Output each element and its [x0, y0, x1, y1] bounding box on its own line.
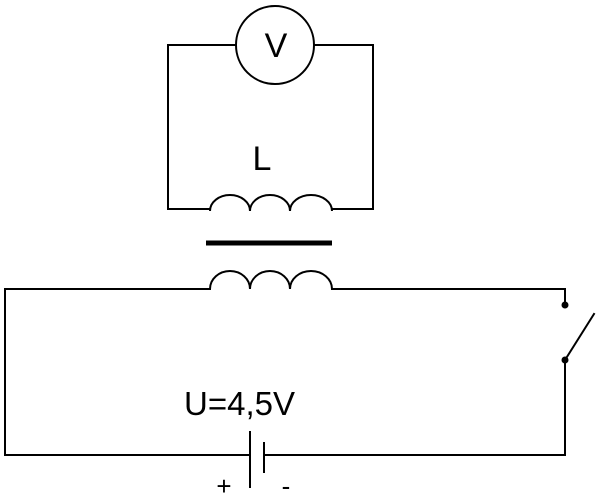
switch-lever — [563, 312, 596, 362]
primary-wire-left — [4, 288, 251, 456]
primary-coil — [209, 270, 333, 290]
inductor-label: L — [253, 140, 272, 178]
battery-voltage-label: U=4,5V — [184, 385, 295, 422]
switch-terminal-top — [561, 301, 569, 309]
secondary-circuit: V L — [167, 5, 374, 212]
primary-circuit: U=4,5V + - — [4, 270, 596, 500]
primary-wire-right — [331, 288, 566, 305]
primary-wire-bottom — [263, 360, 566, 456]
secondary-wire-right — [313, 44, 374, 210]
secondary-coil — [209, 194, 333, 212]
voltmeter-symbol: V — [265, 27, 288, 65]
battery-negative-label: - — [282, 471, 291, 500]
voltmeter — [235, 5, 315, 85]
secondary-wire-left — [167, 44, 236, 210]
battery-positive-label: + — [216, 471, 231, 500]
